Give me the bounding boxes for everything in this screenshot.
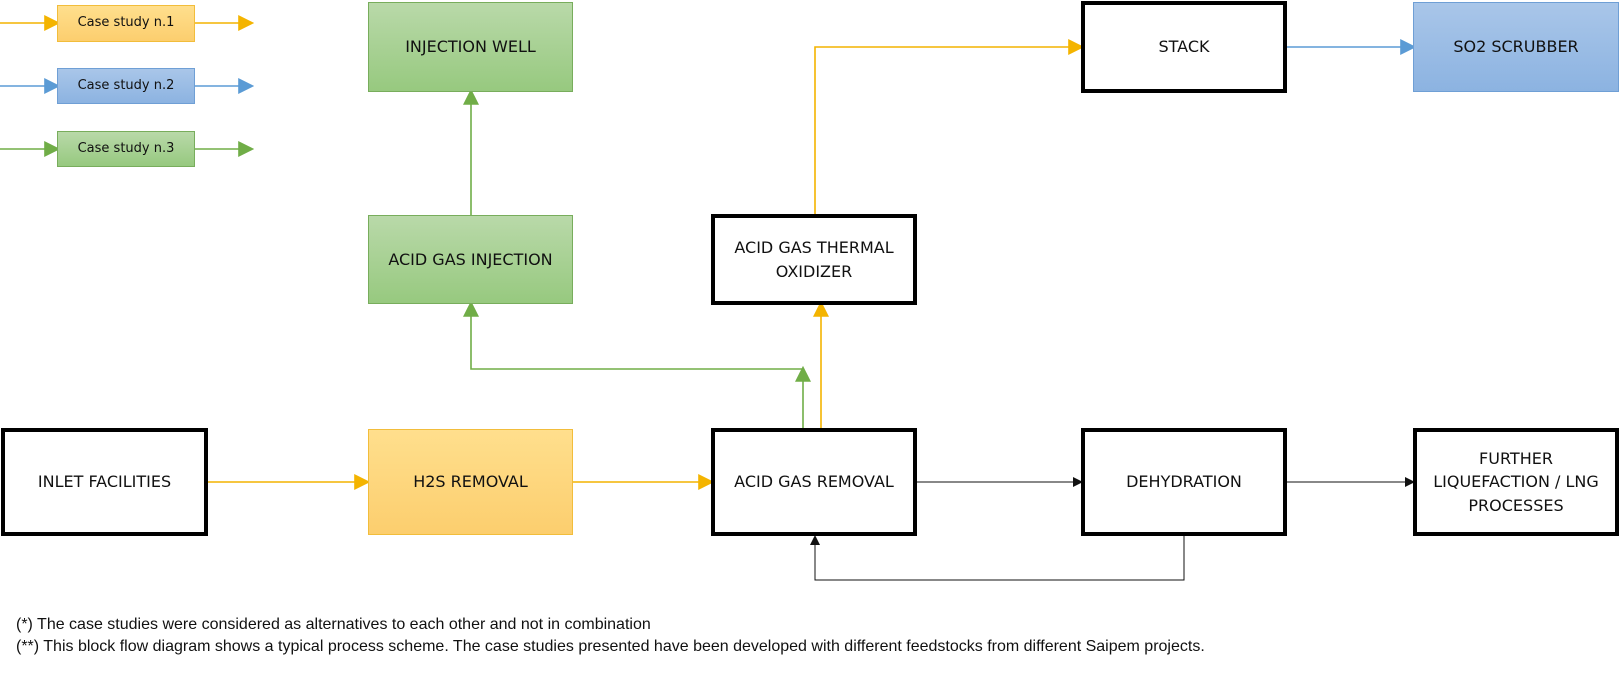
legend-case3-box: Case study n.3 bbox=[57, 131, 195, 167]
acid-gas-removal-label: ACID GAS REMOVAL bbox=[734, 472, 894, 492]
acid-gas-removal-block: ACID GAS REMOVAL bbox=[711, 428, 917, 536]
stack-block: STACK bbox=[1081, 1, 1287, 93]
thermal-oxidizer-to-stack-arrow bbox=[814, 39, 1085, 215]
thermal-oxidizer-label: ACID GAS THERMAL OXIDIZER bbox=[734, 238, 894, 281]
so2-scrubber-label: SO2 SCRUBBER bbox=[1453, 37, 1579, 57]
dehydration-label: DEHYDRATION bbox=[1126, 472, 1242, 492]
further-liquefaction-block: FURTHER LIQUEFACTION / LNG PROCESSES bbox=[1413, 428, 1619, 536]
inlet-facilities-label: INLET FACILITIES bbox=[37, 472, 172, 492]
stack-label: STACK bbox=[1158, 37, 1210, 57]
so2-scrubber-block: SO2 SCRUBBER bbox=[1413, 2, 1619, 92]
injection-well-label: INJECTION WELL bbox=[405, 37, 536, 57]
acid-gas-injection-block: ACID GAS INJECTION bbox=[368, 215, 573, 304]
legend-case1-label: Case study n.1 bbox=[77, 15, 175, 31]
further-liquefaction-label: FURTHER LIQUEFACTION / LNG PROCESSES bbox=[1433, 449, 1599, 515]
thermal-oxidizer-block: ACID GAS THERMAL OXIDIZER bbox=[711, 214, 917, 305]
acid-gas-injection-label: ACID GAS INJECTION bbox=[388, 249, 553, 269]
inlet-facilities-block: INLET FACILITIES bbox=[1, 428, 208, 536]
dehydration-recycle-arrow bbox=[810, 535, 1185, 581]
legend-case2-box: Case study n.2 bbox=[57, 68, 195, 104]
legend-case3-label: Case study n.3 bbox=[77, 140, 175, 156]
legend-case2-label: Case study n.2 bbox=[77, 77, 175, 93]
footnote-2: (**) This block flow diagram shows a typ… bbox=[16, 638, 1205, 655]
h2s-removal-block: H2S REMOVAL bbox=[368, 429, 573, 535]
acid-gas-injection-route-arrow bbox=[463, 300, 803, 370]
dehydration-block: DEHYDRATION bbox=[1081, 428, 1287, 536]
footnote-1: (*) The case studies were considered as … bbox=[16, 616, 651, 633]
legend-case1-box: Case study n.1 bbox=[57, 5, 195, 42]
h2s-removal-label: H2S REMOVAL bbox=[413, 472, 528, 492]
injection-well-block: INJECTION WELL bbox=[368, 2, 573, 92]
